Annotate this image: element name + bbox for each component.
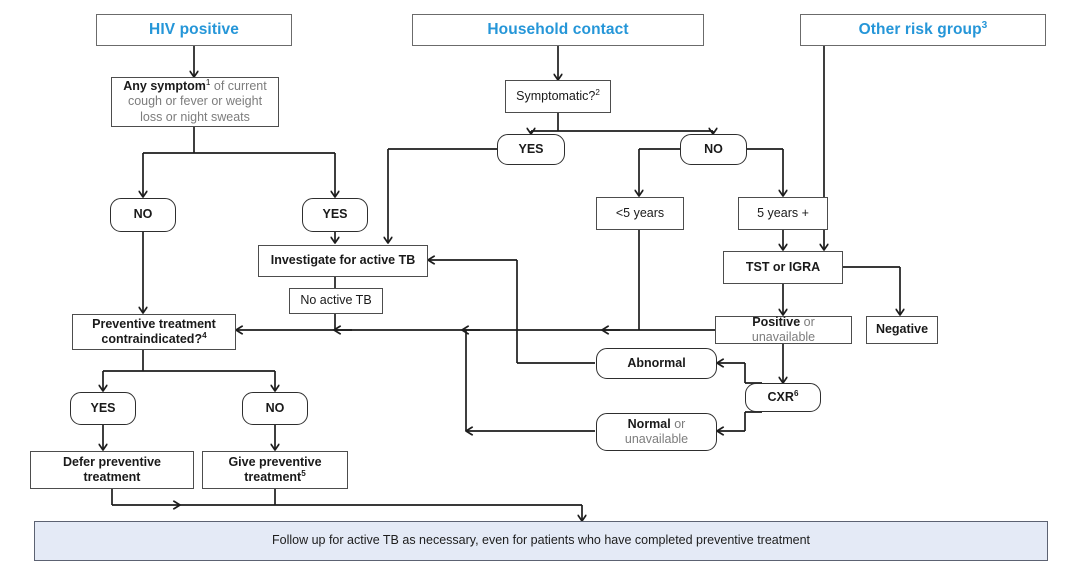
header-household-contact[interactable]: Household contact [412,14,704,46]
node-cxr-label: CXR6 [767,388,799,404]
node-defer-preventive-treatment[interactable]: Defer preventive treatment [30,451,194,489]
node-ct-yes-label: YES [90,400,116,415]
node-negative-label: Negative [875,322,929,337]
node-give-preventive-treatment[interactable]: Give preventive treatment5 [202,451,348,489]
node-negative[interactable]: Negative [866,316,938,344]
header-hiv-positive-label: HIV positive [149,20,239,38]
node-defer-preventive-treatment-label: Defer preventive treatment [63,454,161,484]
node-tst-or-igra-label: TST or IGRA [745,259,821,274]
node-tst-or-igra[interactable]: TST or IGRA [723,251,843,284]
node-normal-or-unavailable-label: Normal or unavailable [624,416,689,446]
node-hiv-yes-label: YES [322,207,348,222]
node-hiv-no[interactable]: NO [110,198,176,232]
banner-follow-up-label: Follow up for active TB as necessary, ev… [271,533,810,548]
node-give-preventive-treatment-label: Give preventive treatment5 [228,454,322,484]
banner-follow-up[interactable]: Follow up for active TB as necessary, ev… [34,521,1048,561]
node-preventive-treatment-contraindicated-label: Preventive treatment contraindicated?4 [92,316,216,346]
header-other-risk-group-label: Other risk group3 [858,19,988,38]
node-preventive-treatment-contraindicated[interactable]: Preventive treatment contraindicated?4 [72,314,236,350]
node-ct-yes[interactable]: YES [70,392,136,425]
node-cxr[interactable]: CXR6 [745,383,821,412]
node-under-5-years-label: <5 years [615,205,665,220]
node-under-5-years[interactable]: <5 years [596,197,684,230]
node-normal-or-unavailable[interactable]: Normal or unavailable [596,413,717,451]
node-hc-no[interactable]: NO [680,134,747,165]
node-abnormal[interactable]: Abnormal [596,348,717,379]
node-5-years-plus[interactable]: 5 years + [738,197,828,230]
header-household-contact-label: Household contact [487,20,629,38]
node-hc-no-label: NO [704,141,723,156]
header-hiv-positive[interactable]: HIV positive [96,14,292,46]
node-any-symptom[interactable]: Any symptom1 of current cough or fever o… [111,77,279,127]
node-hiv-no-label: NO [133,207,153,222]
node-any-symptom-label: Any symptom1 of current cough or fever o… [123,77,267,124]
node-positive-or-unavailable-label: Positive or unavailable [751,314,816,344]
node-investigate-for-active-tb[interactable]: Investigate for active TB [258,245,428,277]
node-no-active-tb-label: No active TB [300,293,372,308]
node-symptomatic[interactable]: Symptomatic?2 [505,80,611,113]
node-hiv-yes[interactable]: YES [302,198,368,232]
header-other-risk-group[interactable]: Other risk group3 [800,14,1046,46]
node-no-active-tb[interactable]: No active TB [289,288,383,314]
node-positive-or-unavailable[interactable]: Positive or unavailable [715,314,852,344]
node-ct-no[interactable]: NO [242,392,308,425]
node-ct-no-label: NO [265,400,285,415]
node-investigate-for-active-tb-label: Investigate for active TB [270,253,416,268]
node-symptomatic-label: Symptomatic?2 [516,87,600,103]
node-hc-yes-label: YES [518,141,544,156]
node-hc-yes[interactable]: YES [497,134,565,165]
node-abnormal-label: Abnormal [627,355,686,370]
node-5-years-plus-label: 5 years + [757,205,809,220]
